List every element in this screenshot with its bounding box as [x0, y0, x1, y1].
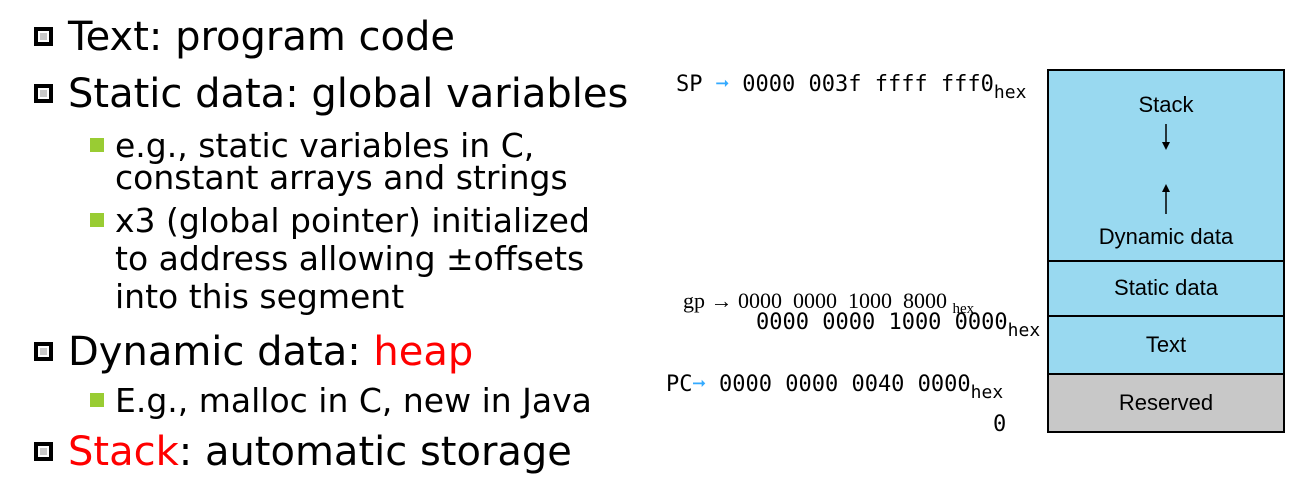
gp-value: 0000 0000 1000 8000 — [738, 288, 947, 313]
bullet-square-icon — [34, 27, 53, 46]
gp-label: gp — [683, 288, 705, 313]
sub-bullet-icon — [90, 213, 104, 227]
heap-highlight: heap — [373, 329, 474, 375]
text-start-value: 0000 0000 1000 0000 — [756, 310, 1008, 335]
sub-bullet-global-pointer-cont: to address allowing ±offsets — [115, 239, 585, 278]
stack-label: : automatic storage — [178, 429, 572, 475]
arrow-right-icon: → — [710, 288, 733, 313]
segment-stack-label: Stack — [1138, 91, 1194, 117]
sub-bullet-icon — [90, 138, 104, 152]
segment-dynamic-label: Dynamic data — [1098, 223, 1234, 249]
arrow-right-icon: ➞ — [715, 72, 729, 97]
arrow-right-icon: ➞ — [692, 372, 706, 397]
zero-address: 0 — [993, 412, 1007, 437]
segment-static-label: Static data — [1114, 274, 1218, 300]
bullet-square-icon — [34, 442, 53, 461]
segment-reserved: Reserved — [1047, 373, 1285, 433]
stack-highlight: Stack — [68, 429, 179, 475]
pc-value: 0000 0000 0040 0000 — [719, 372, 971, 397]
arrow-down-icon — [1162, 123, 1170, 150]
sp-label: SP — [676, 72, 703, 97]
sp-address: SP ➞ 0000 003f ffff fff0hex — [676, 72, 1026, 103]
sp-hex-suffix: hex — [993, 82, 1027, 103]
sub-bullet-static-examples-cont: constant arrays and strings — [115, 158, 568, 197]
sub-bullet-icon — [90, 393, 104, 407]
arrow-up-icon — [1162, 183, 1170, 214]
sp-value: 0000 003f ffff fff0 — [742, 72, 994, 97]
segment-text: Text — [1047, 315, 1285, 375]
pc-hex-suffix: hex — [970, 382, 1004, 403]
segment-text-label: Text — [1145, 332, 1187, 357]
sub-bullet-global-pointer-cont2: into this segment — [115, 277, 405, 316]
gp-hex-suffix: hex — [952, 301, 975, 317]
bullet-dynamic-data: Dynamic data: heap — [68, 332, 473, 372]
dynamic-label: Dynamic data: — [68, 329, 374, 375]
text-start-address: 0000 0000 1000 0000hex — [756, 310, 1040, 341]
sub-bullet-static-examples: e.g., static variables in C, — [115, 126, 535, 165]
bullet-square-icon — [34, 342, 53, 361]
segment-reserved-label: Reserved — [1118, 390, 1214, 415]
segment-static-data: Static data — [1047, 260, 1285, 317]
bullet-text-segment: Text: program code — [68, 14, 456, 60]
bullet-static-data: Static data: global variables — [68, 71, 629, 117]
bullet-square-icon — [34, 84, 53, 103]
text-start-hex-suffix: hex — [1007, 320, 1041, 341]
pc-label: PC — [666, 372, 693, 397]
bullet-stack: Stack: automatic storage — [68, 432, 572, 472]
gp-address: gp → 0000 0000 1000 8000 hex — [683, 288, 975, 317]
pc-address: PC➞ 0000 0000 0040 0000hex — [666, 372, 1003, 403]
sub-bullet-dynamic-examples: E.g., malloc in C, new in Java — [115, 381, 592, 420]
segment-stack-dynamic: Stack Dynamic data — [1047, 69, 1285, 262]
sub-bullet-global-pointer: x3 (global pointer) initialized — [115, 201, 590, 240]
